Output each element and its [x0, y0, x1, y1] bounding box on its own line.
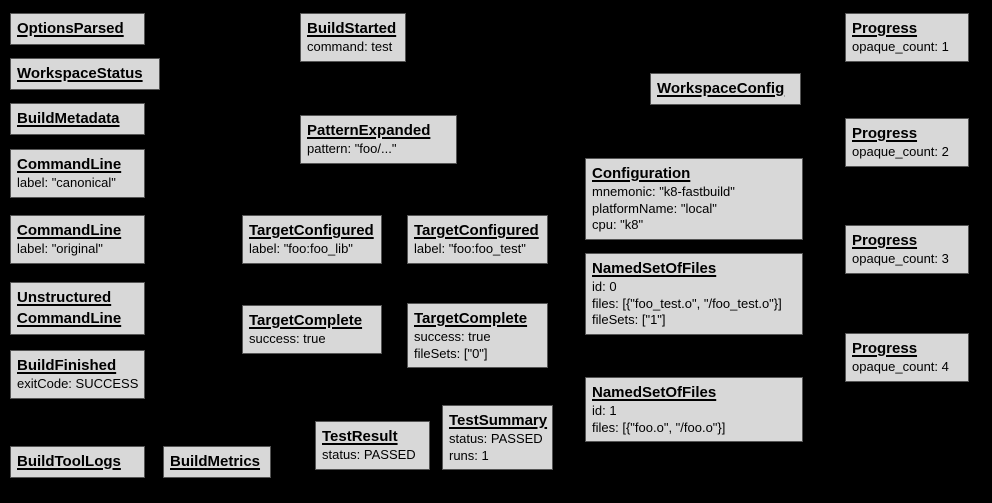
event-box-pattern-expanded: PatternExpanded pattern: "foo/..."	[300, 115, 457, 164]
event-box-field: status: PASSED	[449, 431, 543, 446]
event-box-field: mnemonic: "k8-fastbuild"	[592, 184, 735, 199]
event-box-title: OptionsParsed	[17, 20, 124, 37]
event-box-title: NamedSetOfFiles	[592, 260, 717, 277]
event-box-progress-4: Progress opaque_count: 4	[845, 333, 969, 382]
event-box-options-parsed: OptionsParsed	[10, 13, 145, 45]
event-box-field: id: 1	[592, 403, 617, 418]
event-box-build-metadata: BuildMetadata	[10, 103, 145, 135]
event-box-test-summary: TestSummary status: PASSED runs: 1	[442, 405, 553, 470]
event-box-title: CommandLine	[17, 156, 122, 173]
event-box-workspace-config: WorkspaceConfig	[650, 73, 801, 105]
event-box-progress-1: Progress opaque_count: 1	[845, 13, 969, 62]
event-box-field: id: 0	[592, 279, 617, 294]
event-box-field: opaque_count: 1	[852, 39, 949, 54]
event-box-field: exitCode: SUCCESS	[17, 376, 139, 391]
event-box-named-set-of-files-1: NamedSetOfFiles id: 1 files: [{"foo.o", …	[585, 377, 803, 442]
event-box-field: files: [{"foo_test.o", "/foo_test.o"}]	[592, 295, 782, 311]
event-box-field: status: PASSED	[322, 447, 416, 462]
event-box-field: label: "foo:foo_lib"	[249, 241, 353, 256]
event-box-title: Progress	[852, 20, 918, 37]
event-box-title: Configuration	[592, 165, 691, 182]
event-box-unstructured-command-line: Unstructured CommandLine	[10, 282, 145, 335]
event-box-title: TargetConfigured	[249, 222, 374, 239]
event-box-field: pattern: "foo/..."	[307, 141, 397, 156]
event-box-title: PatternExpanded	[307, 122, 431, 139]
event-box-named-set-of-files-0: NamedSetOfFiles id: 0 files: [{"foo_test…	[585, 253, 803, 335]
event-box-field: label: "canonical"	[17, 175, 116, 190]
event-box-title: Progress	[852, 125, 918, 142]
event-box-build-finished: BuildFinished exitCode: SUCCESS	[10, 350, 145, 399]
event-box-title: BuildMetadata	[17, 110, 120, 127]
event-box-build-metrics: BuildMetrics	[163, 446, 271, 478]
event-box-build-started: BuildStarted command: test	[300, 13, 406, 62]
event-box-command-line-original: CommandLine label: "original"	[10, 215, 145, 264]
event-box-title: BuildMetrics	[170, 453, 261, 470]
event-box-title: BuildStarted	[307, 20, 397, 37]
event-box-progress-3: Progress opaque_count: 3	[845, 225, 969, 274]
event-box-title: TargetConfigured	[414, 222, 539, 239]
event-box-title: BuildFinished	[17, 357, 117, 374]
event-box-field: label: "foo:foo_test"	[414, 241, 526, 256]
event-box-title: Unstructured CommandLine	[17, 289, 122, 327]
event-box-title: Progress	[852, 340, 918, 357]
event-box-command-line-canonical: CommandLine label: "canonical"	[10, 149, 145, 198]
event-box-test-result: TestResult status: PASSED	[315, 421, 430, 470]
event-box-field: command: test	[307, 39, 393, 54]
event-box-build-tool-logs: BuildToolLogs	[10, 446, 145, 478]
event-box-field: platformName: "local"	[592, 200, 717, 216]
event-box-title: CommandLine	[17, 222, 122, 239]
event-box-field: success: true	[414, 329, 491, 344]
event-box-title: WorkspaceConfig	[657, 80, 785, 97]
event-box-target-complete-foo-test: TargetComplete success: true fileSets: […	[407, 303, 548, 368]
event-box-title: TargetComplete	[414, 310, 528, 327]
event-box-title: Progress	[852, 232, 918, 249]
event-box-title: WorkspaceStatus	[17, 65, 143, 82]
event-box-field: fileSets: ["0"]	[414, 345, 488, 361]
event-box-field: cpu: "k8"	[592, 217, 644, 232]
event-box-title: TestResult	[322, 428, 398, 445]
event-box-title: TargetComplete	[249, 312, 363, 329]
event-box-field: runs: 1	[449, 447, 489, 463]
event-box-field: label: "original"	[17, 241, 103, 256]
event-box-workspace-status: WorkspaceStatus	[10, 58, 160, 90]
event-box-title: TestSummary	[449, 412, 548, 429]
event-box-target-configured-foo-lib: TargetConfigured label: "foo:foo_lib"	[242, 215, 382, 264]
event-box-target-configured-foo-test: TargetConfigured label: "foo:foo_test"	[407, 215, 548, 264]
event-box-field: opaque_count: 4	[852, 359, 949, 374]
event-box-field: fileSets: ["1"]	[592, 312, 666, 327]
event-box-title: BuildToolLogs	[17, 453, 121, 470]
event-box-progress-2: Progress opaque_count: 2	[845, 118, 969, 167]
event-box-field: success: true	[249, 331, 326, 346]
event-box-field: opaque_count: 3	[852, 251, 949, 266]
event-box-title: NamedSetOfFiles	[592, 384, 717, 401]
event-box-field: opaque_count: 2	[852, 144, 949, 159]
event-box-configuration: Configuration mnemonic: "k8-fastbuild" p…	[585, 158, 803, 240]
event-box-target-complete-foo-lib: TargetComplete success: true	[242, 305, 382, 354]
event-box-field: files: [{"foo.o", "/foo.o"}]	[592, 419, 726, 435]
